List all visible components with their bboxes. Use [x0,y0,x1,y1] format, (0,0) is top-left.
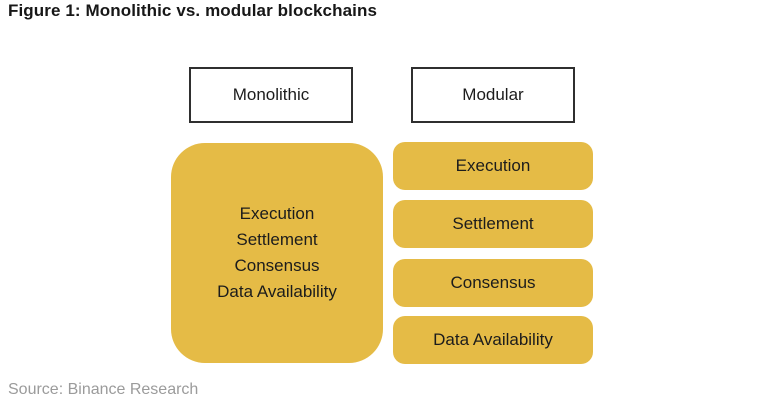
monolithic-layer-consensus: Consensus [234,256,320,275]
modular-layer-label-settlement: Settlement [452,214,534,233]
monolithic-stack-box: Execution Settlement Consensus Data Avai… [171,143,383,363]
modular-layer-label-consensus: Consensus [450,273,536,292]
modular-layer-box-execution: Execution [393,142,593,190]
monolithic-header-label: Monolithic [232,85,310,104]
modular-layer-label-execution: Execution [455,156,531,175]
monolithic-header-box: Monolithic [189,67,353,123]
modular-header-label: Modular [462,85,524,104]
modular-layer-box-data-availability: Data Availability [393,316,593,364]
modular-header-box: Modular [411,67,575,123]
source-caption: Source: Binance Research [8,381,199,398]
monolithic-layer-settlement: Settlement [236,230,318,249]
modular-layer-box-settlement: Settlement [393,200,593,248]
monolithic-layer-execution: Execution [239,204,315,223]
modular-layer-box-consensus: Consensus [393,259,593,307]
figure-title: Figure 1: Monolithic vs. modular blockch… [8,1,378,20]
monolithic-layer-data-availability: Data Availability [217,282,337,301]
modular-layer-label-data-availability: Data Availability [433,330,553,349]
